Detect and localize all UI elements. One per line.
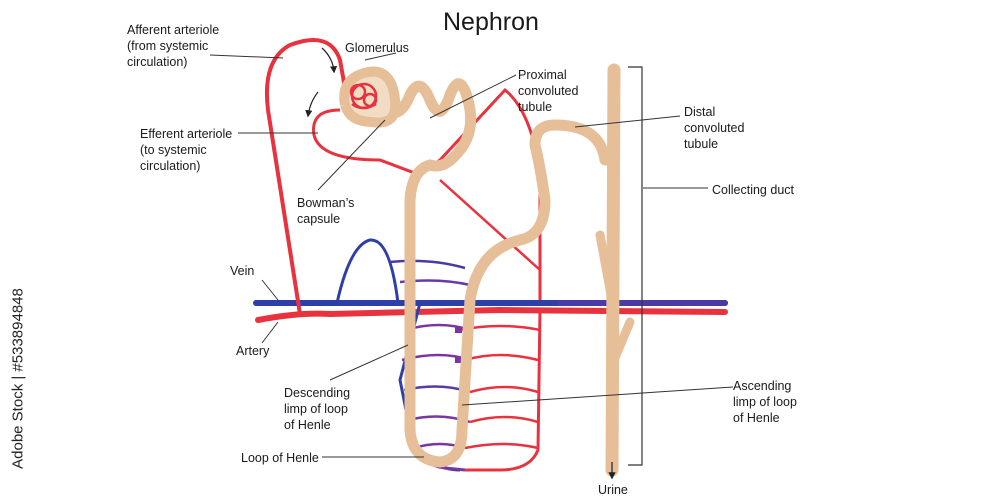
label-distal-tubule: Distal convoluted tubule [684, 105, 745, 151]
label-efferent-arteriole: Efferent arteriole (to systemic circulat… [140, 127, 233, 173]
label-ascending-limb: Ascending limp of loop of Henle [733, 379, 797, 425]
glomerulus [349, 82, 378, 110]
label-proximal-tubule: Proximal convoluted tubule [518, 68, 579, 114]
capillary-red-mid [439, 179, 541, 271]
label-vein: Vein [230, 264, 255, 278]
artery-vessel [255, 306, 728, 323]
label-afferent-arteriole: Afferent arteriole (from systemic circul… [127, 23, 220, 69]
efferent-flow-arrow [305, 91, 319, 118]
nephron-tubule [379, 63, 635, 477]
label-glomerulus: Glomerulus [345, 41, 409, 55]
label-loop-of-henle: Loop of Henle [241, 451, 319, 465]
collecting-duct-bracket [628, 66, 643, 466]
label-bowmans-capsule: Bowman’s capsule [297, 196, 355, 226]
watermark-text: Adobe Stock | #533894848 [9, 288, 27, 469]
label-urine: Urine [598, 483, 628, 497]
collecting-duct-branch-lower [609, 317, 635, 365]
collecting-duct-path [605, 63, 621, 477]
label-descending-limb: Descending limp of loop of Henle [284, 386, 351, 432]
label-collecting-duct: Collecting duct [712, 183, 794, 197]
label-artery: Artery [236, 344, 270, 358]
diagram-title: Nephron [443, 8, 539, 36]
afferent-arteriole [265, 38, 347, 315]
vasa-recta-arch [335, 238, 400, 304]
watermark-sidebar: Adobe Stock | #533894848 [8, 260, 32, 500]
efferent-arteriole [312, 87, 542, 300]
capillary-red-right [465, 309, 542, 472]
collecting-duct-branch-upper [595, 230, 617, 305]
leader-lines [209, 52, 734, 458]
afferent-flow-arrow [321, 47, 338, 74]
proximal-tubule-path [379, 78, 611, 468]
